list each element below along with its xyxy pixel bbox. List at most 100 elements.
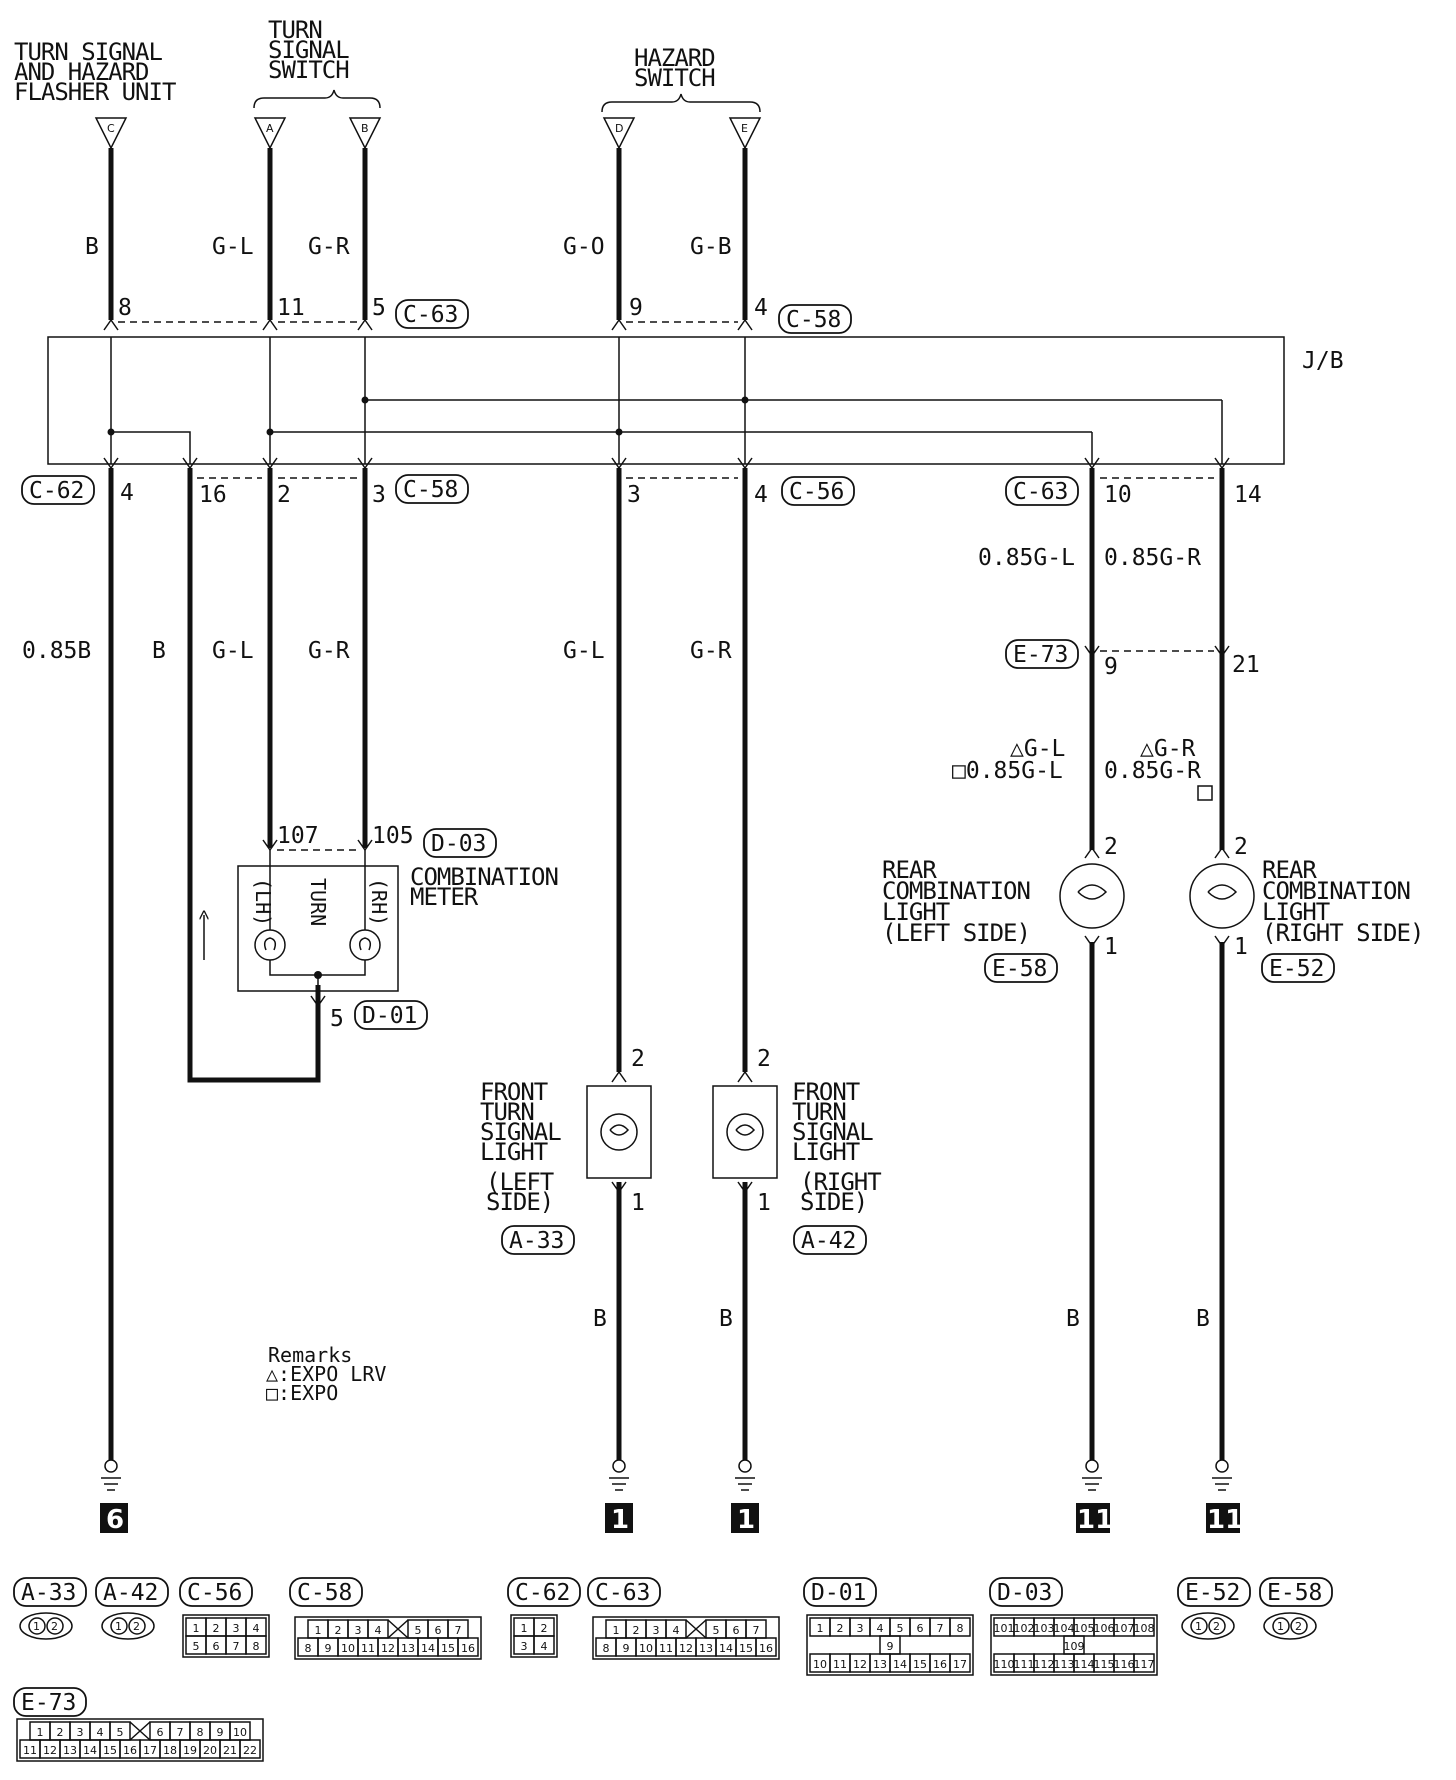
pin-c58-4: 4 <box>754 295 768 321</box>
svg-text:AND HAZARD: AND HAZARD <box>14 58 149 86</box>
svg-text:REAR: REAR <box>882 856 937 884</box>
svg-text:20: 20 <box>203 1744 217 1757</box>
pin-fl-1: 1 <box>631 1190 645 1216</box>
svg-text:1: 1 <box>37 1726 44 1739</box>
jb-label: J/B <box>1302 348 1344 374</box>
svg-text:12: 12 <box>853 1658 867 1671</box>
svg-text:A-42: A-42 <box>103 1580 158 1606</box>
combination-meter-label: COMBINATION METER <box>410 863 559 911</box>
pin-16: 16 <box>199 482 227 508</box>
svg-text:7: 7 <box>455 1624 462 1637</box>
svg-text:8: 8 <box>253 1640 260 1653</box>
front-left-lamp <box>586 1070 652 1194</box>
junction-block <box>47 336 1285 465</box>
svg-text:C-63: C-63 <box>403 302 458 328</box>
svg-text:Remarks: Remarks <box>268 1343 352 1367</box>
svg-text:LIGHT: LIGHT <box>1262 898 1330 926</box>
ground-6-icon: 6 <box>100 1459 128 1535</box>
hazard-switch-brace <box>601 93 761 113</box>
svg-text:13: 13 <box>63 1744 77 1757</box>
svg-text:1: 1 <box>115 1620 122 1633</box>
legend-label-c56: C-56 <box>179 1577 253 1607</box>
svg-text:112: 112 <box>1034 1658 1055 1671</box>
svg-text:7: 7 <box>233 1640 240 1653</box>
svg-text:102: 102 <box>1014 1622 1035 1635</box>
front-right-lamp <box>712 1070 778 1194</box>
svg-text:SWITCH: SWITCH <box>268 56 349 84</box>
svg-text:(LEFT SIDE): (LEFT SIDE) <box>882 919 1030 947</box>
connector-e73: E-73 <box>1005 639 1079 669</box>
ground-1b-icon: 1 <box>731 1459 759 1535</box>
pin-rr-1: 1 <box>1234 934 1248 960</box>
pin-rr-2: 2 <box>1234 834 1248 860</box>
svg-text:8: 8 <box>197 1726 204 1739</box>
terminal-c: C <box>94 117 128 150</box>
svg-text:COMBINATION: COMBINATION <box>882 877 1030 905</box>
svg-text:D-01: D-01 <box>811 1580 866 1606</box>
svg-text:LIGHT: LIGHT <box>480 1138 548 1166</box>
svg-text:6: 6 <box>435 1624 442 1637</box>
svg-text:106: 106 <box>1094 1622 1115 1635</box>
wire-color-rr-expo-lrv: △G-R <box>1140 736 1196 762</box>
wire-color-rl-expo: □0.85G-L <box>952 758 1063 784</box>
wire-color-rl-expo-lrv: △G-L <box>1010 736 1065 762</box>
svg-text:(RIGHT: (RIGHT <box>800 1168 881 1196</box>
pin-d03-105: 105 <box>372 823 414 849</box>
svg-text:□:EXPO: □:EXPO <box>266 1381 338 1405</box>
meter-rh-label: (RH) <box>367 878 391 926</box>
svg-text:6: 6 <box>733 1624 740 1637</box>
svg-text:SIDE): SIDE) <box>800 1188 867 1216</box>
svg-text:FRONT: FRONT <box>792 1078 860 1106</box>
svg-text:2: 2 <box>541 1622 548 1635</box>
svg-text:7: 7 <box>753 1624 760 1637</box>
svg-text:13: 13 <box>401 1642 415 1655</box>
svg-text:C-62: C-62 <box>515 1580 570 1606</box>
expo-square-marker <box>1197 785 1213 801</box>
svg-text:SIGNAL: SIGNAL <box>268 36 349 64</box>
legend-label-a42: A-42 <box>95 1577 169 1607</box>
svg-text:C-63: C-63 <box>1013 479 1068 505</box>
rear-right-label: REAR COMBINATION LIGHT (RIGHT SIDE) <box>1262 856 1424 947</box>
svg-text:14: 14 <box>719 1642 733 1655</box>
svg-text:HAZARD: HAZARD <box>634 44 715 72</box>
wire-color-rr-expo: 0.85G-R <box>1104 758 1201 784</box>
connector-a33: A-33 <box>501 1225 575 1255</box>
svg-text:14: 14 <box>83 1744 97 1757</box>
legend-label-c62: C-62 <box>507 1577 581 1607</box>
wire-color-085b: 0.85B <box>22 638 91 664</box>
svg-text:(LEFT: (LEFT <box>486 1168 554 1196</box>
svg-text:11: 11 <box>833 1658 847 1671</box>
svg-text:9: 9 <box>887 1640 894 1653</box>
svg-text:E-73: E-73 <box>1013 642 1068 668</box>
svg-text:12: 12 <box>381 1642 395 1655</box>
legend-label-e58: E-58 <box>1259 1577 1333 1607</box>
pin-e73-21: 21 <box>1232 652 1260 678</box>
rear-right-lamp <box>1189 846 1255 948</box>
connector-c62: C-62 <box>21 475 95 505</box>
jb-bottom-arrows <box>103 457 1230 470</box>
svg-text:6: 6 <box>157 1726 164 1739</box>
terminal-a: A <box>253 117 287 150</box>
connector-d03: D-03 <box>423 828 497 858</box>
svg-text:E-58: E-58 <box>1267 1580 1322 1606</box>
svg-text:C-58: C-58 <box>403 477 458 503</box>
svg-text:117: 117 <box>1134 1658 1155 1671</box>
svg-text:C-58: C-58 <box>786 307 841 333</box>
pin-e73-9: 9 <box>1104 654 1118 680</box>
svg-text:6: 6 <box>106 1505 124 1535</box>
svg-text:10: 10 <box>813 1658 827 1671</box>
svg-text:8: 8 <box>305 1642 312 1655</box>
remarks: Remarks △:EXPO LRV □:EXPO <box>266 1343 386 1405</box>
meter-lh-bulb-icon <box>254 929 286 961</box>
wire-color-rear-gl: 0.85G-L <box>978 545 1075 571</box>
svg-text:TURN: TURN <box>268 16 322 44</box>
lower-wires <box>108 468 1225 1460</box>
pin-c63-8: 8 <box>118 295 132 321</box>
pin-c56-3: 3 <box>627 482 641 508</box>
svg-text:105: 105 <box>1074 1622 1095 1635</box>
connector-c58-top: C-58 <box>778 304 852 334</box>
svg-text:1: 1 <box>1277 1620 1284 1633</box>
